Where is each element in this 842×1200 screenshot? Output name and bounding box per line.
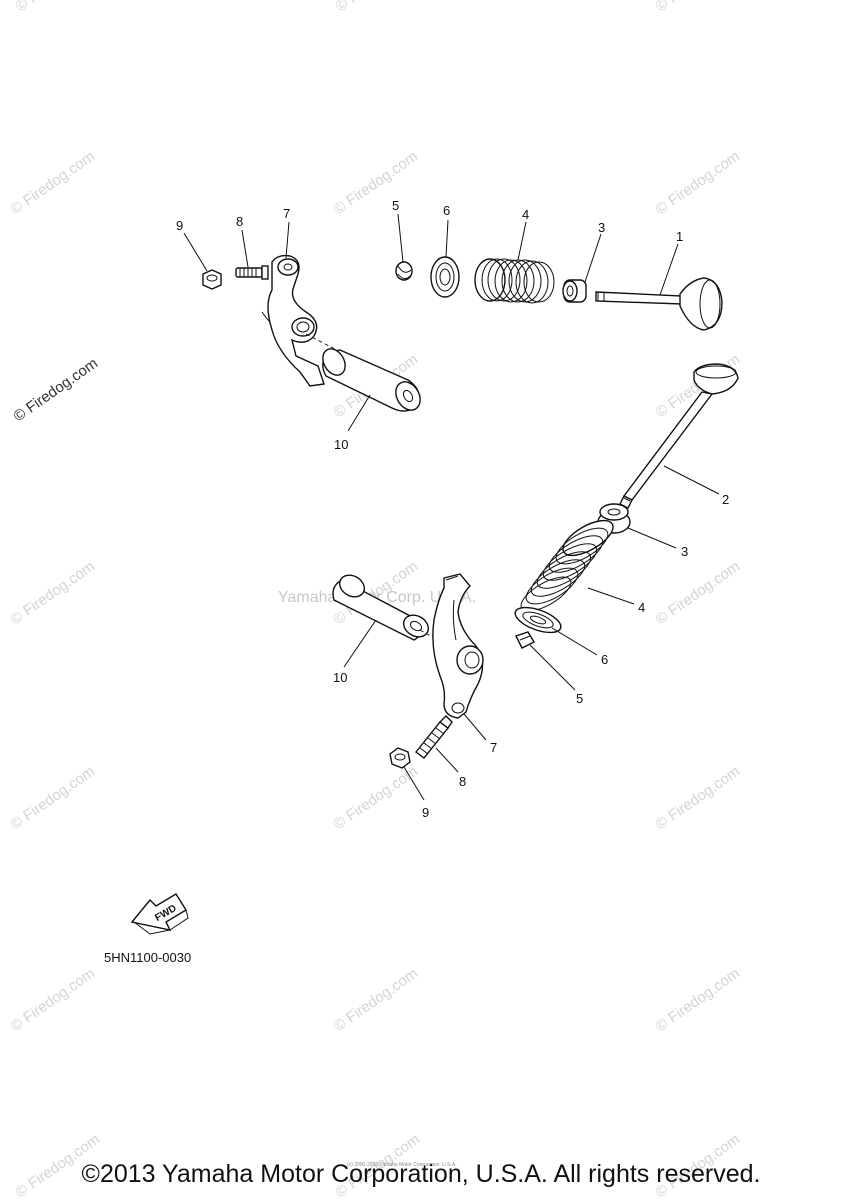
watermark: © Firedog.com	[331, 148, 422, 218]
callout-3: 3	[598, 220, 605, 235]
watermark-dark: © Firedog.com	[11, 355, 102, 425]
callout-6: 6	[443, 203, 450, 218]
watermark: © Firedog.com	[653, 763, 744, 833]
rocker-shaft-upper	[322, 348, 421, 412]
nut-lower	[389, 747, 411, 769]
rocker-shaft-lower	[332, 574, 430, 641]
watermark: © Firedog.com	[8, 558, 99, 628]
callout-2: 2	[722, 492, 729, 507]
center-watermark: Yamaha Motor Corp. U.S.A.	[278, 589, 476, 606]
exhaust-valve	[619, 363, 739, 509]
valve-spring-lower	[520, 519, 614, 612]
adjusting-screw-upper	[235, 265, 269, 280]
spring-retainer-upper	[430, 256, 460, 298]
callout-5: 5	[576, 691, 583, 706]
fwd-arrow-icon: FWD	[130, 893, 189, 935]
watermark: © Firedog.com	[13, 0, 104, 15]
valve-cotter-upper	[395, 261, 413, 281]
watermark: © Firedog.com	[331, 965, 422, 1035]
callout-6: 6	[601, 652, 608, 667]
callout-9: 9	[176, 218, 183, 233]
watermark: © Firedog.com	[653, 148, 744, 218]
watermark: © Firedog.com	[8, 965, 99, 1035]
watermark: © Firedog.com	[653, 558, 744, 628]
valve-cotter-lower	[515, 631, 535, 649]
callout-9: 9	[422, 805, 429, 820]
callout-10: 10	[334, 437, 348, 452]
lower-assembly	[332, 363, 739, 801]
valve-stem-seal-upper	[562, 279, 587, 303]
upper-assembly	[183, 213, 723, 432]
callout-1: 1	[676, 229, 683, 244]
nut-upper	[202, 269, 222, 290]
callout-7: 7	[490, 740, 497, 755]
callouts-upper: 9 8 7 5 6 4 3 1 10	[176, 198, 683, 452]
callout-10: 10	[333, 670, 347, 685]
intake-valve	[595, 277, 723, 331]
footer-copyright: ©2013 Yamaha Motor Corporation, U.S.A. A…	[81, 1160, 761, 1188]
watermark: © Firedog.com	[653, 965, 744, 1035]
watermark: © Firedog.com	[8, 763, 99, 833]
tiny-copyright: (c) 2000-2015 Yamaha Motor Corporation, …	[347, 1162, 457, 1168]
callout-3: 3	[681, 544, 688, 559]
valve-spring-upper	[474, 258, 555, 304]
callout-5: 5	[392, 198, 399, 213]
callout-8: 8	[236, 214, 243, 229]
callout-4: 4	[522, 207, 529, 222]
watermark: © Firedog.com	[8, 148, 99, 218]
drawing-code: 5HN1100-0030	[104, 950, 191, 965]
watermark: © Firedog.com	[333, 0, 424, 15]
adjusting-screw-lower	[415, 715, 453, 759]
rocker-arm-lower	[432, 573, 484, 719]
callouts-lower: 2 3 4 6 5 10 7 8 9	[333, 492, 729, 820]
callout-4: 4	[638, 600, 645, 615]
callout-8: 8	[459, 774, 466, 789]
watermark: © Firedog.com	[653, 0, 744, 15]
callout-7: 7	[283, 206, 290, 221]
spring-retainer-lower	[514, 606, 562, 634]
rocker-arm-upper	[261, 254, 325, 387]
